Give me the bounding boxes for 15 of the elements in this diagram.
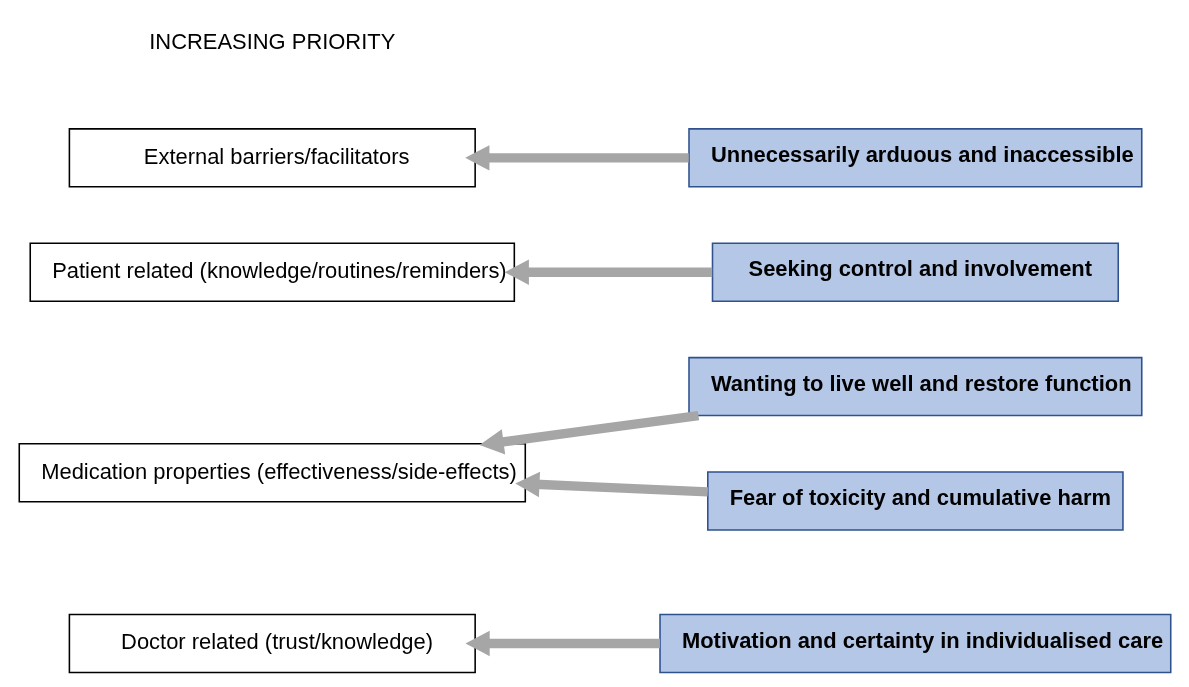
arrow (464, 630, 660, 657)
node-box: Patient related (knowledge/routines/reminders) (28, 242, 515, 302)
node-box: Seeking control and involvement (711, 242, 1119, 302)
label: INCREASING PRIORITY (148, 29, 395, 55)
node-box: Medication properties (effectiveness/side-effects) (18, 442, 526, 503)
arrow (478, 410, 699, 455)
node-box: Wanting to live well and restore function (687, 356, 1143, 417)
arrow (464, 145, 689, 171)
arrow (514, 471, 708, 498)
node-box: Doctor related (trust/knowledge) (68, 613, 476, 674)
node-box: Fear of toxicity and cumulative harm (706, 471, 1124, 531)
node-box: External barriers/facilitators (68, 128, 476, 188)
node-box: Motivation and certainty in individualised care (658, 613, 1171, 674)
node-box: Unnecessarily arduous and inaccessible (687, 128, 1143, 188)
arrow (504, 259, 712, 285)
